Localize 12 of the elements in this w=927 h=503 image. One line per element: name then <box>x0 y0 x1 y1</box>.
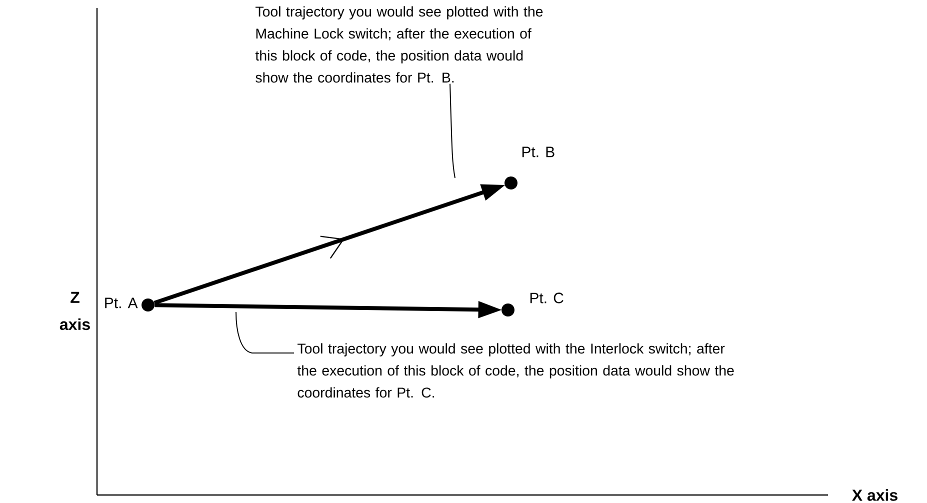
axis-label: X axis <box>852 489 898 501</box>
leader-line <box>236 312 294 354</box>
point-dot <box>502 304 514 316</box>
callout-text: Tool trajectory you would see plotted with the Machine Lock switch; after the execution of this block of code, the position data would show the coordinates for Pt. B. <box>255 6 543 83</box>
point-label: Pt. C <box>530 292 564 304</box>
point-label: Pt. B <box>522 146 554 158</box>
leader-line <box>450 83 456 178</box>
point-dot <box>142 298 154 312</box>
point-label: Pt. A <box>105 298 138 308</box>
axis-label: Z axis <box>60 292 90 330</box>
callout-text: Tool trajectory you would see plotted with the Interlock switch; after the execution of this block of code, the position data would show the coordinates for Pt. C. <box>297 343 734 398</box>
point-dot <box>504 176 518 190</box>
